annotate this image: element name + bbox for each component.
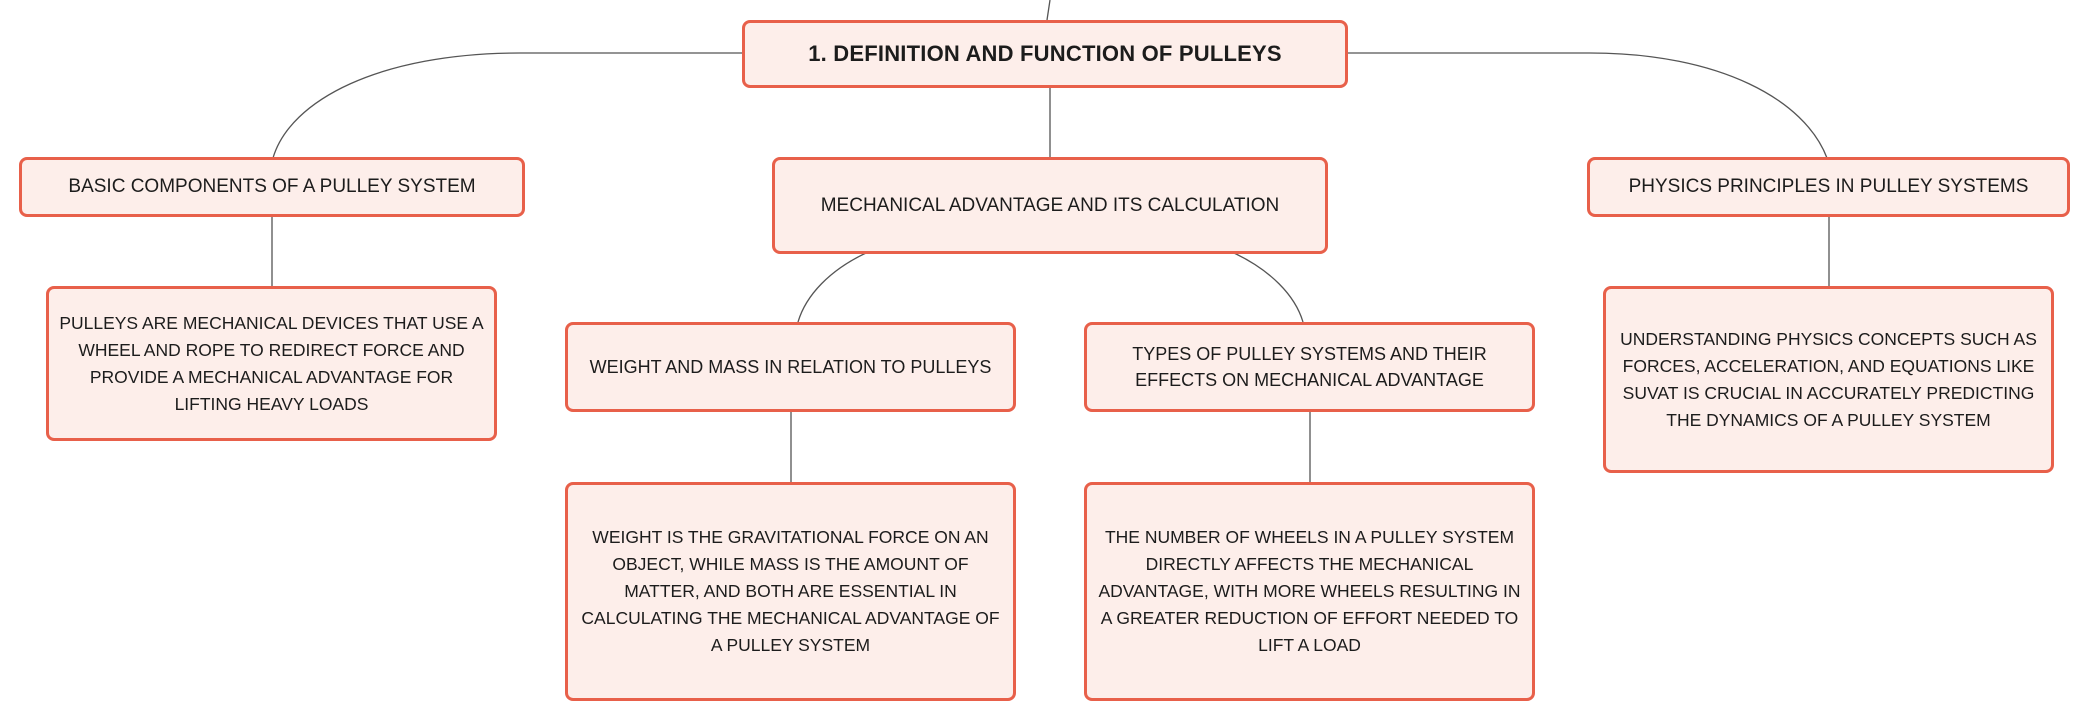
detail-text-pulley-definition: PULLEYS ARE MECHANICAL DEVICES THAT USE …	[59, 312, 484, 414]
root-topic-node[interactable]: 1. DEFINITION AND FUNCTION OF PULLEYS	[742, 20, 1348, 88]
topic-label-physics-principles: PHYSICS PRINCIPLES IN PULLEY SYSTEMS	[1628, 176, 2029, 197]
topic-label-basic-components: BASIC COMPONENTS OF A PULLEY SYSTEM	[68, 176, 476, 197]
connector-mechanical-to-weight-mass	[797, 252, 867, 323]
subtopic-label-weight-mass: WEIGHT AND MASS IN RELATION TO PULLEYS	[589, 357, 992, 377]
detail-text-wheels-effect: THE NUMBER OF WHEELS IN A PULLEY SYSTEM …	[1098, 527, 1521, 655]
detail-text-physics-concepts: UNDERSTANDING PHYSICS CONCEPTS SUCH AS F…	[1620, 328, 2037, 430]
detail-node-physics-concepts[interactable]: UNDERSTANDING PHYSICS CONCEPTS SUCH AS F…	[1603, 286, 2054, 473]
connector-root-parent	[1046, 0, 1051, 21]
detail-node-weight-vs-mass[interactable]: WEIGHT IS THE GRAVITATIONAL FORCE ON AN …	[565, 482, 1016, 701]
detail-text-weight-vs-mass: WEIGHT IS THE GRAVITATIONAL FORCE ON AN …	[581, 527, 1000, 655]
topic-node-physics-principles[interactable]: PHYSICS PRINCIPLES IN PULLEY SYSTEMS	[1587, 157, 2070, 217]
topic-node-mechanical-advantage[interactable]: MECHANICAL ADVANTAGE AND ITS CALCULATION	[772, 157, 1328, 254]
root-topic-label: 1. DEFINITION AND FUNCTION OF PULLEYS	[808, 41, 1282, 66]
connector-mechanical-to-types-systems	[1233, 252, 1304, 323]
topic-label-mechanical-advantage: MECHANICAL ADVANTAGE AND ITS CALCULATION	[820, 194, 1280, 216]
subtopic-label-types-systems: TYPES OF PULLEY SYSTEMS AND THEIR EFFECT…	[1132, 344, 1487, 390]
detail-node-pulley-definition[interactable]: PULLEYS ARE MECHANICAL DEVICES THAT USE …	[46, 286, 497, 441]
topic-node-basic-components[interactable]: BASIC COMPONENTS OF A PULLEY SYSTEM	[19, 157, 525, 217]
detail-node-wheels-effect[interactable]: THE NUMBER OF WHEELS IN A PULLEY SYSTEM …	[1084, 482, 1535, 701]
connector-root-to-physics-principles	[1348, 52, 1828, 159]
subtopic-node-weight-mass[interactable]: WEIGHT AND MASS IN RELATION TO PULLEYS	[565, 322, 1016, 412]
connector-root-to-basic-components	[272, 52, 742, 159]
subtopic-node-types-systems[interactable]: TYPES OF PULLEY SYSTEMS AND THEIR EFFECT…	[1084, 322, 1535, 412]
